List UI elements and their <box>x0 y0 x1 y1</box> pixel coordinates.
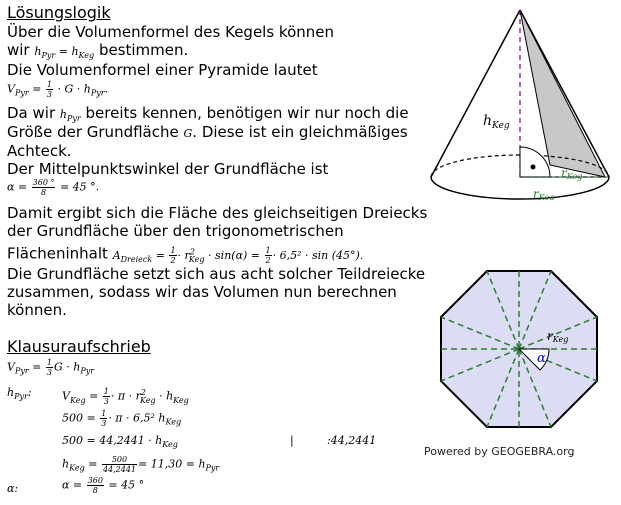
writeup-divider: | <box>290 434 294 447</box>
cone-shaded-face <box>519 9 606 178</box>
text-line-1: Über die Volumenformel des Kegels können <box>7 23 335 41</box>
text-line-3: Die Volumenformel einer Pyramide lautet <box>7 61 318 79</box>
octagon-r-label: rKeg <box>547 329 568 344</box>
octagon-alpha-label: α <box>537 351 546 366</box>
octagon-figure: α rKeg <box>440 270 598 428</box>
text-line-13: Die Grundfläche setzt sich aus acht solc… <box>7 265 426 283</box>
cone-right-angle-dot <box>530 164 536 170</box>
text-line-8: Der Mittelpunktswinkel der Grundfläche i… <box>7 160 329 178</box>
writeup-hpyr-label: hPyr: <box>7 386 32 402</box>
writeup-500b: 500 = 44,2441 · hKeg <box>62 434 178 450</box>
cone-right-side <box>519 9 610 178</box>
cone-right-angle <box>519 146 551 178</box>
text-line-15: können. <box>7 301 67 319</box>
cone-base-front <box>430 176 610 200</box>
octagon-angle-arc <box>517 348 550 371</box>
text-line-6: Größe der Grundfläche G. Diese ist ein g… <box>7 123 408 141</box>
text-line-14: zusammen, sodass wir das Volumen nun ber… <box>7 283 397 301</box>
formula-alpha: α = 360 °8 = 45 °. <box>7 178 100 197</box>
octagon-spoke-3 <box>518 316 598 350</box>
cone-left-side <box>430 9 521 178</box>
cone-r-label-2: rKeg <box>533 187 554 200</box>
cone-base-back <box>430 154 610 178</box>
octagon-spoke-5 <box>518 348 552 428</box>
text-line-12: Flächeninhalt VADreieck = 12· r2Keg · si… <box>7 244 364 266</box>
writeup-heading: Klausuraufschrieb <box>7 337 151 356</box>
octagon-spoke-2 <box>518 270 552 350</box>
octagon-spoke-7 <box>440 348 520 382</box>
text-line-10: Damit ergibt sich die Fläche des gleichs… <box>7 204 428 222</box>
octagon-spoke-1 <box>486 270 520 350</box>
text-line-2: wir hPyr = hKeg bestimmen. <box>7 41 189 61</box>
writeup-alpha-label: α: <box>7 482 19 495</box>
text-line-5: Da wir hPyr bereits kennen, benötigen wi… <box>7 104 409 124</box>
text-line-11: der Grundfläche über den trigonometrisch… <box>7 222 344 240</box>
cone-r-label-1: rKeg <box>561 166 582 181</box>
octagon-spoke-6 <box>486 348 520 428</box>
text-line-7: Achteck. <box>7 142 72 160</box>
geogebra-credit: Powered by GEOGEBRA.org <box>424 445 575 458</box>
octagon-spoke-8 <box>440 316 520 350</box>
cone-figure: hKeg rKeg rKeg <box>430 9 610 200</box>
cone-h-label: hKeg <box>483 113 510 131</box>
solution-heading: Lösungslogik <box>7 3 111 22</box>
writeup-divide-note: :44,2441 <box>327 434 377 447</box>
